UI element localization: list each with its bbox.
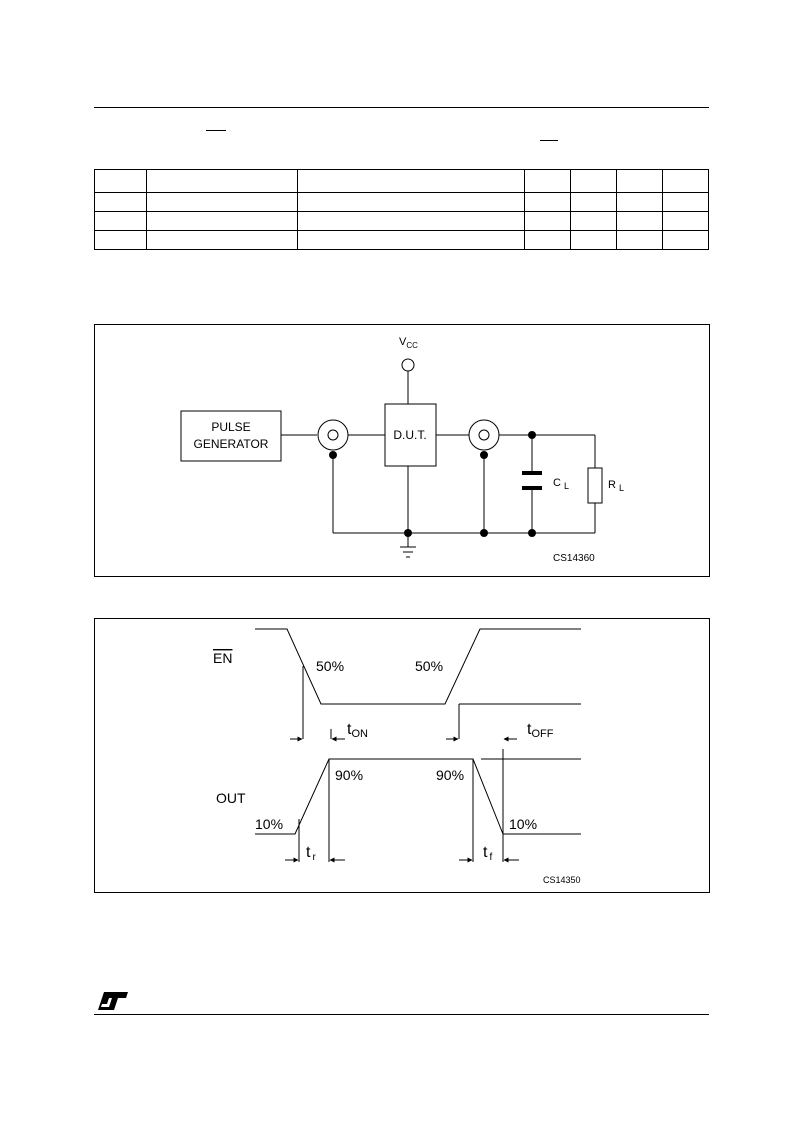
table-cell <box>94 169 147 193</box>
table-cell <box>296 192 526 212</box>
table-cell <box>94 211 147 231</box>
table-cell <box>94 192 147 212</box>
table-cell <box>145 169 298 193</box>
table-cell <box>662 169 709 193</box>
table-cell <box>616 169 664 193</box>
table-cell <box>570 192 618 212</box>
waveform-figure: EN OUT 50% 50% tON tOFF 90% 90% 10% 10% … <box>94 618 710 893</box>
out-fall-90-label: 90% <box>436 767 464 783</box>
pulse-generator-block <box>180 410 282 462</box>
en-fall-50-label: 50% <box>316 658 344 674</box>
footer-rule <box>94 1014 709 1015</box>
table-cell <box>616 230 664 250</box>
out-waveform <box>255 758 581 835</box>
table-cell <box>296 230 526 250</box>
table-row <box>94 230 709 250</box>
connector-left-inner-icon <box>327 429 339 441</box>
en-waveform <box>255 628 581 705</box>
vcc-terminal-icon <box>401 358 415 372</box>
junction-dot <box>404 529 412 537</box>
table-cell <box>145 211 298 231</box>
toff-label: tOFF <box>527 721 554 740</box>
table-cell <box>662 230 709 250</box>
ton-label: tON <box>347 721 368 740</box>
table-row <box>94 211 709 231</box>
junction-dot <box>480 451 488 459</box>
table-cell <box>145 230 298 250</box>
waveform-code: CS14350 <box>543 875 581 885</box>
junction-dot <box>329 451 337 459</box>
resistor-icon <box>587 467 603 504</box>
table-cell <box>570 230 618 250</box>
junction-dot <box>480 529 488 537</box>
table-cell <box>524 230 572 250</box>
en-label: EN <box>213 650 232 666</box>
junction-dot <box>528 431 536 439</box>
header-overline-mark-left <box>206 130 226 131</box>
table-cell <box>296 169 526 193</box>
header-rule <box>94 107 709 108</box>
table-cell <box>94 230 147 250</box>
dut-label: D.U.T. <box>393 428 426 442</box>
out-rise-90-label: 90% <box>335 767 363 783</box>
out-fall-10-label: 10% <box>509 816 537 832</box>
dut-block <box>384 403 437 467</box>
waveform-diagram: EN OUT 50% 50% tON tOFF 90% 90% 10% 10% … <box>213 628 581 885</box>
test-circuit-code: CS14360 <box>553 553 595 564</box>
out-rise-10-label: 10% <box>255 816 283 832</box>
spec-table <box>94 169 709 250</box>
table-row <box>94 192 709 212</box>
header-overline-mark-right <box>540 140 558 141</box>
en-rise-50-label: 50% <box>415 658 443 674</box>
table-cell <box>524 211 572 231</box>
ground-icon <box>400 546 416 558</box>
table-cell <box>662 192 709 212</box>
table-cell <box>662 211 709 231</box>
table-cell <box>524 169 572 193</box>
table-cell <box>616 192 664 212</box>
pulse-generator-label-2: GENERATOR <box>194 437 269 451</box>
table-cell <box>524 192 572 212</box>
table-row <box>94 169 709 193</box>
junction-dot <box>528 529 536 537</box>
connector-right-inner-icon <box>478 429 490 441</box>
out-label: OUT <box>216 790 246 806</box>
st-logo-icon <box>98 992 128 1010</box>
vcc-label: VCC <box>399 336 418 350</box>
table-cell <box>570 169 618 193</box>
table-cell <box>616 211 664 231</box>
table-cell <box>570 211 618 231</box>
table-cell <box>296 211 526 231</box>
pulse-generator-label-1: PULSE <box>211 420 250 434</box>
table-cell <box>145 192 298 212</box>
